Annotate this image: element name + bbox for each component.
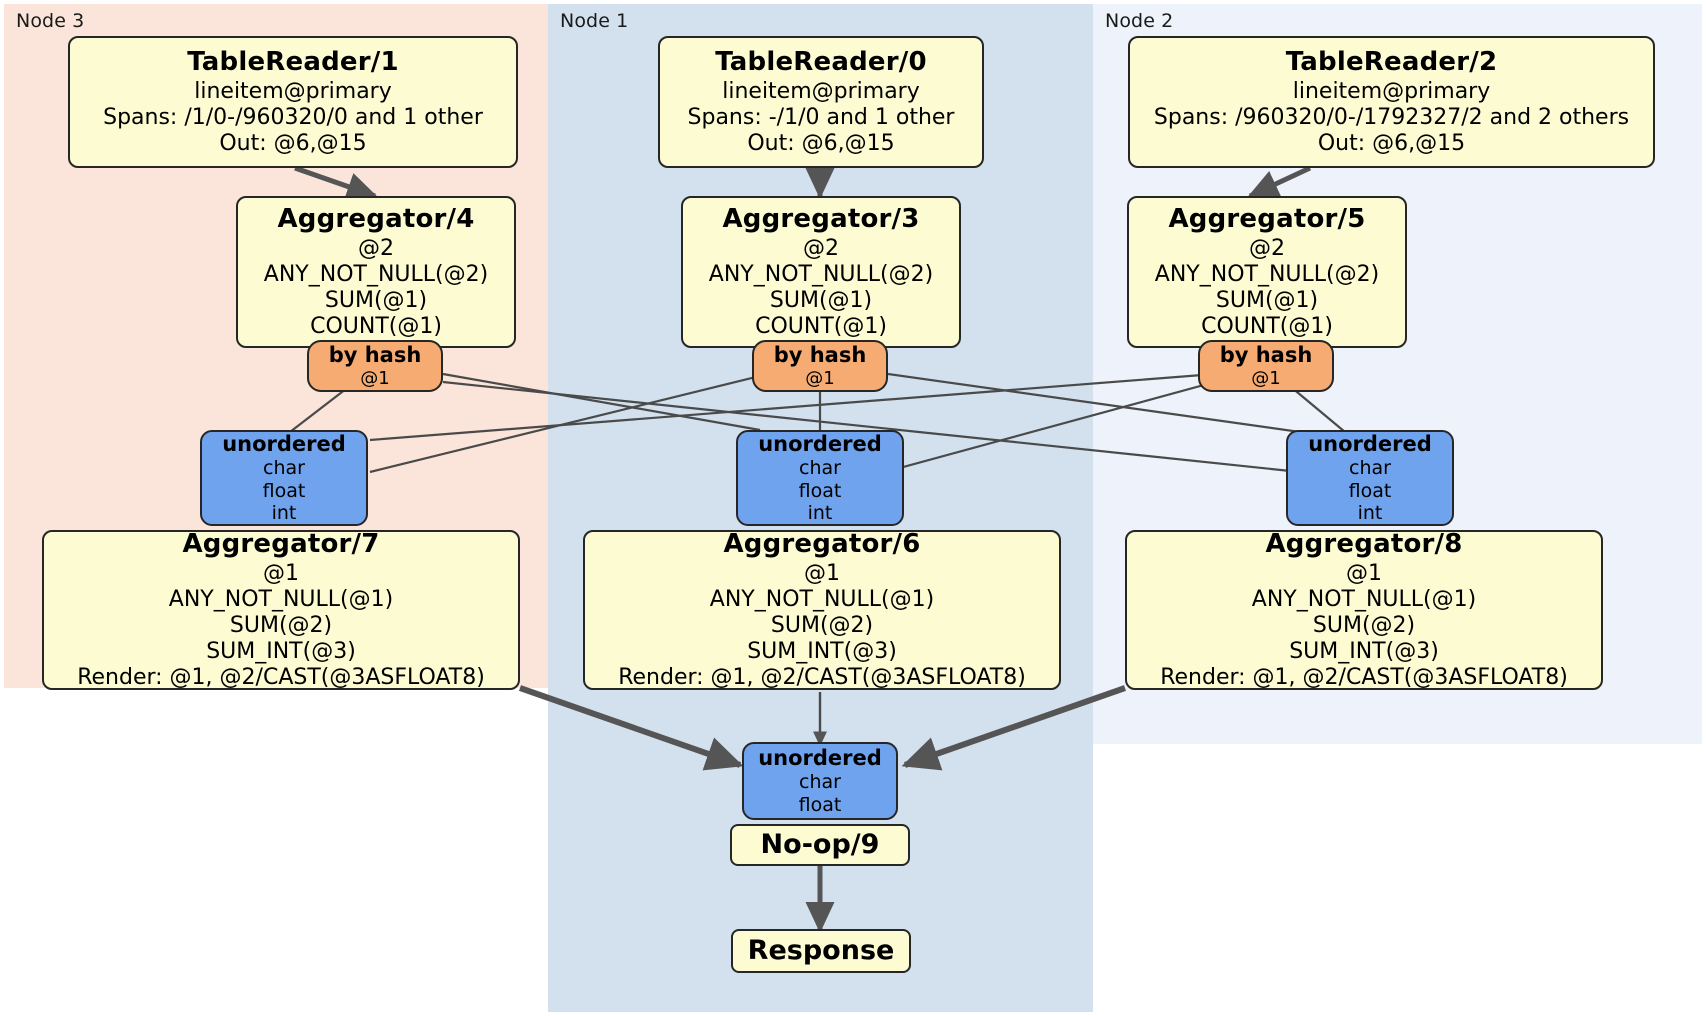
node-title: Aggregator/4 — [277, 204, 475, 235]
node-line: ANY_NOT_NULL(@1) — [709, 586, 935, 612]
processor-aggregator-3[interactable]: Aggregator/3 @2 ANY_NOT_NULL(@2) SUM(@1)… — [681, 196, 961, 348]
node-line: ANY_NOT_NULL(@2) — [263, 261, 489, 287]
sync-title: unordered — [222, 431, 346, 456]
node-line: Render: @1, @2/CAST(@3ASFLOAT8) — [1160, 664, 1568, 690]
processor-aggregator-6[interactable]: Aggregator/6 @1 ANY_NOT_NULL(@1) SUM(@2)… — [583, 529, 1061, 690]
node-line: ANY_NOT_NULL(@1) — [168, 586, 394, 612]
router-line: @1 — [1251, 367, 1281, 389]
node-line: SUM(@2) — [1312, 612, 1416, 638]
panel-node-1-label: Node 1 — [560, 10, 629, 32]
node-line: @1 — [1346, 560, 1382, 586]
node-line: ANY_NOT_NULL(@2) — [1154, 261, 1380, 287]
sync-line: float — [1348, 479, 1392, 502]
node-line: @2 — [358, 235, 394, 261]
node-line: SUM(@2) — [229, 612, 333, 638]
node-title: TableReader/1 — [187, 47, 399, 78]
processor-aggregator-8[interactable]: Aggregator/8 @1 ANY_NOT_NULL(@1) SUM(@2)… — [1125, 529, 1603, 690]
panel-node-2-label: Node 2 — [1105, 10, 1174, 32]
node-title: Aggregator/5 — [1168, 204, 1366, 235]
node-line: Render: @1, @2/CAST(@3ASFLOAT8) — [77, 664, 485, 690]
processor-aggregator-5[interactable]: Aggregator/5 @2 ANY_NOT_NULL(@2) SUM(@1)… — [1127, 196, 1407, 348]
node-line: SUM(@2) — [770, 612, 874, 638]
node-line: SUM(@1) — [1215, 287, 1319, 313]
node-line: @1 — [263, 560, 299, 586]
node-line: SUM_INT(@3) — [206, 638, 356, 664]
node-line: @2 — [803, 235, 839, 261]
synchronizer-unordered-left[interactable]: unordered char float int — [200, 430, 368, 526]
node-line: SUM_INT(@3) — [1289, 638, 1439, 664]
node-line: Out: @6,@15 — [1317, 130, 1466, 156]
node-title: Aggregator/8 — [1265, 529, 1463, 560]
sync-title: unordered — [758, 745, 882, 770]
router-line: @1 — [360, 367, 390, 389]
node-line: @2 — [1249, 235, 1285, 261]
node-title: Aggregator/6 — [723, 529, 921, 560]
sync-line: float — [798, 793, 842, 816]
sync-line: char — [799, 771, 841, 794]
synchronizer-unordered-center[interactable]: unordered char float int — [736, 430, 904, 526]
sync-title: unordered — [758, 431, 882, 456]
router-title: by hash — [1219, 343, 1313, 367]
node-line: Render: @1, @2/CAST(@3ASFLOAT8) — [618, 664, 1026, 690]
node-line: COUNT(@1) — [1201, 313, 1333, 339]
processor-tablereader-0[interactable]: TableReader/0 lineitem@primary Spans: -/… — [658, 36, 984, 168]
node-line: ANY_NOT_NULL(@1) — [1251, 586, 1477, 612]
node-title: Aggregator/7 — [182, 529, 380, 560]
processor-tablereader-2[interactable]: TableReader/2 lineitem@primary Spans: /9… — [1128, 36, 1655, 168]
panel-node-3-label: Node 3 — [16, 10, 85, 32]
processor-aggregator-4[interactable]: Aggregator/4 @2 ANY_NOT_NULL(@2) SUM(@1)… — [236, 196, 516, 348]
node-line: SUM_INT(@3) — [747, 638, 897, 664]
processor-tablereader-1[interactable]: TableReader/1 lineitem@primary Spans: /1… — [68, 36, 518, 168]
node-line: Spans: /960320/0-/1792327/2 and 2 others — [1153, 104, 1630, 130]
node-line: @1 — [804, 560, 840, 586]
sync-line: int — [807, 502, 833, 525]
router-by-hash-left[interactable]: by hash @1 — [307, 340, 443, 392]
node-line: lineitem@primary — [722, 78, 920, 104]
node-line: lineitem@primary — [194, 78, 392, 104]
processor-response[interactable]: Response — [731, 929, 911, 973]
node-title: TableReader/0 — [715, 47, 927, 78]
sync-line: int — [271, 502, 297, 525]
sync-line: char — [799, 457, 841, 480]
node-line: SUM(@1) — [769, 287, 873, 313]
node-title: Response — [747, 935, 895, 967]
node-line: Spans: /1/0-/960320/0 and 1 other — [103, 104, 483, 130]
sync-title: unordered — [1308, 431, 1432, 456]
synchronizer-unordered-right[interactable]: unordered char float int — [1286, 430, 1454, 526]
sync-line: float — [798, 479, 842, 502]
node-title: No-op/9 — [760, 829, 880, 861]
node-line: Out: @6,@15 — [219, 130, 367, 156]
processor-aggregator-7[interactable]: Aggregator/7 @1 ANY_NOT_NULL(@1) SUM(@2)… — [42, 529, 520, 690]
sync-line: char — [263, 457, 305, 480]
node-line: SUM(@1) — [324, 287, 428, 313]
sync-line: char — [1349, 457, 1391, 480]
router-by-hash-right[interactable]: by hash @1 — [1198, 340, 1334, 392]
node-line: lineitem@primary — [1292, 78, 1491, 104]
synchronizer-unordered-final[interactable]: unordered char float — [742, 742, 898, 820]
router-line: @1 — [805, 367, 835, 389]
node-line: COUNT(@1) — [755, 313, 887, 339]
node-line: ANY_NOT_NULL(@2) — [708, 261, 934, 287]
sync-line: float — [262, 479, 306, 502]
router-title: by hash — [773, 343, 867, 367]
node-line: Out: @6,@15 — [747, 130, 895, 156]
node-line: COUNT(@1) — [310, 313, 442, 339]
node-line: Spans: -/1/0 and 1 other — [687, 104, 955, 130]
node-title: TableReader/2 — [1285, 47, 1498, 78]
router-title: by hash — [328, 343, 422, 367]
node-title: Aggregator/3 — [722, 204, 920, 235]
processor-no-op-9[interactable]: No-op/9 — [730, 824, 910, 866]
router-by-hash-center[interactable]: by hash @1 — [752, 340, 888, 392]
sync-line: int — [1357, 502, 1383, 525]
